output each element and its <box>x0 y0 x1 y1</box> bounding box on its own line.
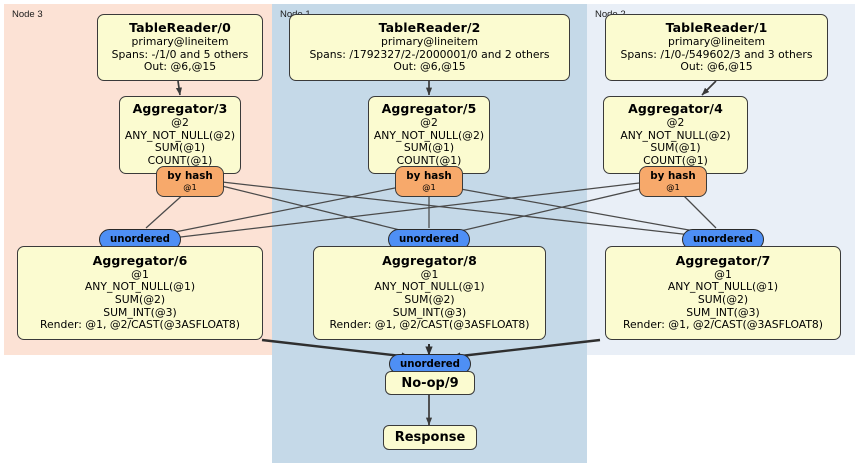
router-label: by hash <box>406 170 452 183</box>
processor-title: Aggregator/8 <box>382 253 477 269</box>
processor-agg-3: COUNT(@1) <box>643 153 708 167</box>
processor-agg-3: COUNT(@1) <box>147 153 213 167</box>
processor-title: Aggregator/7 <box>675 253 771 269</box>
processor-render: Render: @1, @2/CAST(@3ASFLOAT8) <box>329 318 530 332</box>
processor-index: primary@lineitem <box>131 34 229 48</box>
processor-agg-2: SUM(@1) <box>154 141 206 155</box>
processor-agg-1: ANY_NOT_NULL(@1) <box>667 280 779 294</box>
processor-agg-2: SUM(@1) <box>650 141 701 155</box>
processor-response[interactable]: Response <box>383 425 477 450</box>
router-label: by hash <box>650 170 696 183</box>
processor-agg-3: SUM_INT(@3) <box>392 305 467 319</box>
processor-group: @2 <box>666 116 685 130</box>
processor-agg-2: SUM(@2) <box>404 293 455 306</box>
processor-out: Out: @6,@15 <box>393 60 466 74</box>
processor-agg-3: SUM_INT(@3) <box>103 305 177 319</box>
router-column: @1 <box>183 181 197 192</box>
processor-out: Out: @6,@15 <box>680 60 753 74</box>
processor-agg-2: SUM(@1) <box>403 141 455 155</box>
processor-agg-3: COUNT(@1) <box>396 153 462 167</box>
processor-group: @2 <box>420 116 438 130</box>
processor-index: primary@lineitem <box>381 34 478 48</box>
processor-title: Aggregator/6 <box>92 253 188 269</box>
processor-group: @1 <box>131 267 149 281</box>
processor-render: Render: @1, @2/CAST(@3ASFLOAT8) <box>39 318 241 332</box>
processor-title: TableReader/2 <box>378 20 481 36</box>
processor-aggregator-7[interactable]: Aggregator/7 @1 ANY_NOT_NULL(@1) SUM(@2)… <box>605 246 841 340</box>
processor-agg-1: ANY_NOT_NULL(@2) <box>373 128 485 142</box>
processor-out: Out: @6,@15 <box>143 60 217 74</box>
node-panel-label-node3: Node 3 <box>12 9 43 20</box>
processor-agg-1: ANY_NOT_NULL(@2) <box>620 128 731 142</box>
processor-group: @2 <box>171 116 189 130</box>
processor-spans: Spans: /1/0-/549602/3 and 3 others <box>620 47 813 61</box>
router-column: @1 <box>422 181 436 192</box>
processor-title: Aggregator/3 <box>132 101 228 117</box>
processor-table-reader-0[interactable]: TableReader/0 primary@lineitem Spans: -/… <box>97 14 263 81</box>
processor-index: primary@lineitem <box>668 34 765 48</box>
processor-agg-1: ANY_NOT_NULL(@1) <box>84 280 196 294</box>
processor-title: TableReader/0 <box>129 20 231 36</box>
processor-aggregator-4[interactable]: Aggregator/4 @2 ANY_NOT_NULL(@2) SUM(@1)… <box>603 96 748 174</box>
processor-aggregator-5[interactable]: Aggregator/5 @2 ANY_NOT_NULL(@2) SUM(@1)… <box>368 96 490 174</box>
router-label: by hash <box>167 170 213 183</box>
processor-group: @1 <box>714 267 732 281</box>
router-column: @1 <box>666 181 680 192</box>
processor-aggregator-3[interactable]: Aggregator/3 @2 ANY_NOT_NULL(@2) SUM(@1)… <box>119 96 241 174</box>
processor-agg-3: SUM_INT(@3) <box>686 305 760 319</box>
processor-aggregator-6[interactable]: Aggregator/6 @1 ANY_NOT_NULL(@1) SUM(@2)… <box>17 246 263 340</box>
router-by-hash-node2[interactable]: by hash @1 <box>639 166 707 197</box>
router-by-hash-node1[interactable]: by hash @1 <box>395 166 463 197</box>
processor-title: Aggregator/5 <box>381 101 477 117</box>
processor-aggregator-8[interactable]: Aggregator/8 @1 ANY_NOT_NULL(@1) SUM(@2)… <box>313 246 546 340</box>
processor-table-reader-1[interactable]: TableReader/1 primary@lineitem Spans: /1… <box>605 14 828 81</box>
router-by-hash-node3[interactable]: by hash @1 <box>156 166 224 197</box>
processor-agg-2: SUM(@2) <box>697 293 749 306</box>
processor-render: Render: @1, @2/CAST(@3ASFLOAT8) <box>622 318 824 332</box>
processor-table-reader-2[interactable]: TableReader/2 primary@lineitem Spans: /1… <box>289 14 570 81</box>
processor-agg-1: ANY_NOT_NULL(@1) <box>374 280 485 294</box>
processor-no-op-9[interactable]: No-op/9 <box>385 371 475 395</box>
processor-spans: Spans: -/1/0 and 5 others <box>111 47 249 61</box>
processor-title: TableReader/1 <box>665 20 768 36</box>
processor-spans: Spans: /1792327/2-/2000001/0 and 2 other… <box>309 47 550 61</box>
processor-agg-1: ANY_NOT_NULL(@2) <box>124 128 236 142</box>
processor-title: Aggregator/4 <box>628 101 723 117</box>
processor-agg-2: SUM(@2) <box>114 293 166 306</box>
processor-group: @1 <box>420 267 439 281</box>
